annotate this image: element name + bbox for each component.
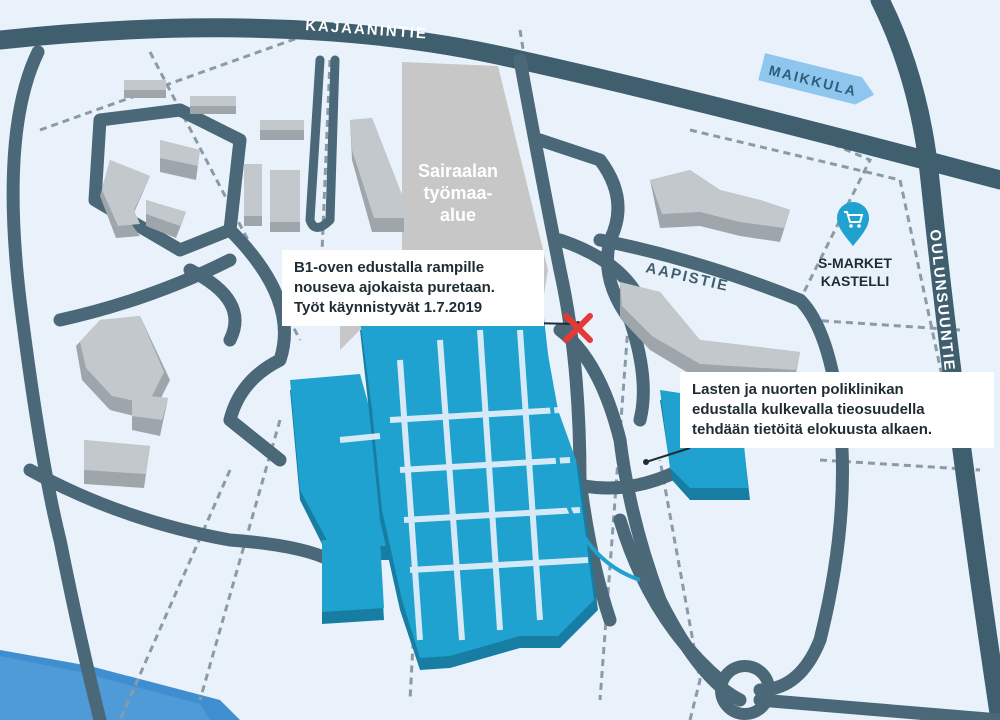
- oulunsuuntie-label: OULUNSUUNTIE: [926, 229, 958, 373]
- callout-b1-ramp: B1-oven edustalla rampille nouseva ajoka…: [282, 250, 544, 326]
- callout-b1-line2: nouseva ajokaista puretaan.: [294, 279, 495, 296]
- callout-b1-line1: B1-oven edustalla rampille: [294, 259, 485, 276]
- callout-clinic-line3: tehdään tietöitä elokuusta alkaen.: [692, 421, 933, 438]
- callout-clinic-line2: edustalla kulkevalla tieosuudella: [692, 401, 925, 418]
- callout-b1-line3: Työt käynnistyvät 1.7.2019: [294, 299, 483, 316]
- hospital-complex: [290, 299, 750, 670]
- callout-clinic-roadworks: Lasten ja nuorten poliklinikan edustalla…: [680, 372, 994, 448]
- shopping-cart-pin-icon[interactable]: [837, 202, 869, 246]
- water-area: [0, 650, 240, 720]
- construction-site-label: Sairaalan työmaa- alue: [408, 160, 508, 226]
- s-market-line1: S-MARKET: [818, 255, 892, 271]
- callout-clinic-line1: Lasten ja nuorten poliklinikan: [692, 381, 904, 398]
- s-market-label: S-MARKET KASTELLI: [810, 254, 900, 290]
- s-market-line2: KASTELLI: [820, 273, 890, 289]
- construction-site-line3: alue: [439, 205, 477, 225]
- construction-site-line2: työmaa-: [423, 183, 493, 203]
- maikkula-direction-arrow: MAIKKULA: [758, 53, 875, 105]
- construction-site-line1: Sairaalan: [417, 161, 499, 181]
- oulunsuuntie-road: [870, 0, 1000, 720]
- grey-buildings: [76, 80, 800, 488]
- red-x-closure-icon[interactable]: [563, 313, 593, 343]
